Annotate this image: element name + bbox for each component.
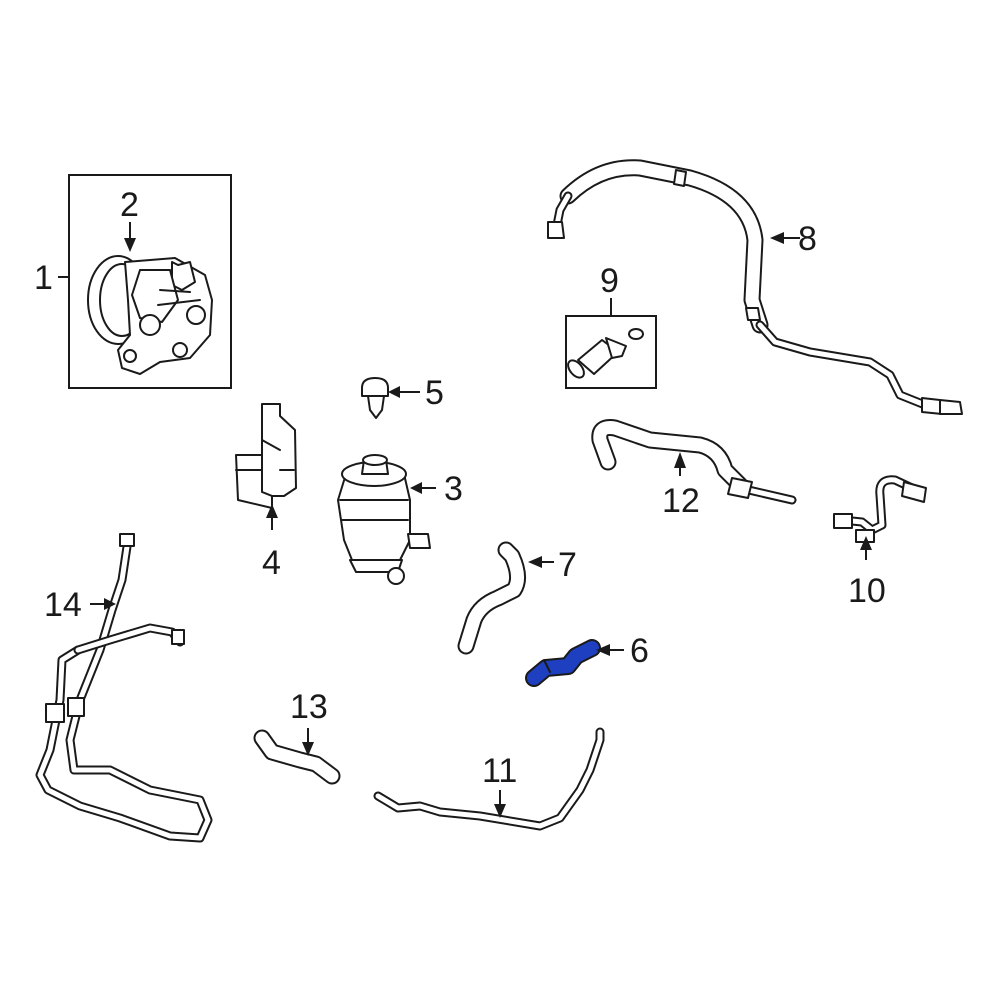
callout-5: 5 <box>425 374 444 412</box>
callout-6: 6 <box>630 632 649 670</box>
highlighted-hose[interactable] <box>525 639 601 687</box>
callout-13: 13 <box>290 688 328 726</box>
reservoir-bracket[interactable] <box>235 403 297 509</box>
pump-assembly-group: 1 2 <box>34 174 232 389</box>
callout-4: 4 <box>262 544 281 582</box>
callout-1: 1 <box>34 259 53 297</box>
callout-14: 14 <box>44 586 82 624</box>
power-steering-pump[interactable] <box>87 255 213 375</box>
pressure-tube[interactable] <box>833 475 927 543</box>
cooler-tube[interactable] <box>373 727 605 831</box>
callout-8: 8 <box>798 220 817 258</box>
reservoir-clip[interactable] <box>361 377 389 419</box>
return-hose[interactable] <box>591 419 797 505</box>
cooler-line-assembly[interactable] <box>35 533 213 843</box>
pump-box <box>68 174 232 389</box>
callout-7: 7 <box>558 546 577 584</box>
pressure-fitting[interactable] <box>565 337 627 381</box>
callout-3: 3 <box>444 470 463 508</box>
cooler-hose[interactable] <box>253 729 341 785</box>
callout-11: 11 <box>482 752 517 790</box>
fluid-reservoir[interactable] <box>337 454 431 585</box>
callout-2: 2 <box>120 186 139 224</box>
o-ring <box>628 328 644 340</box>
fitting-group: 9 <box>565 262 657 389</box>
pressure-hose[interactable] <box>547 159 963 415</box>
callout-10: 10 <box>848 572 886 610</box>
return-hose-short[interactable] <box>457 541 526 655</box>
callout-9: 9 <box>600 262 619 300</box>
callout-12: 12 <box>662 482 700 520</box>
